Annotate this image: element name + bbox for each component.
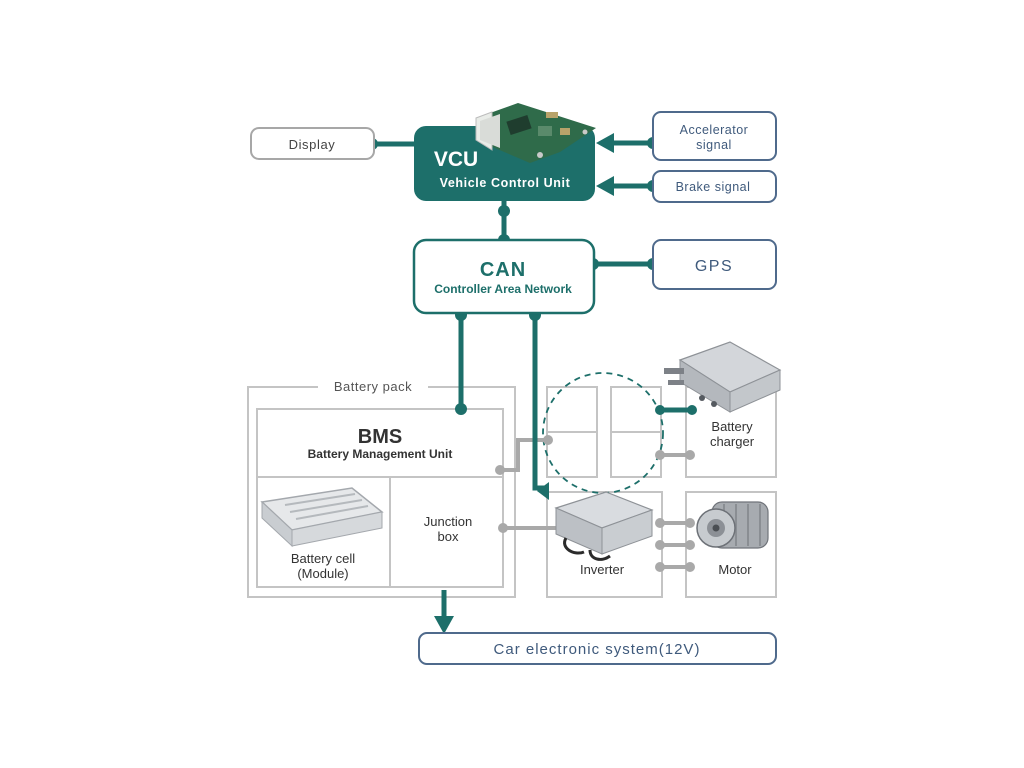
junction-line1: Junction: [424, 514, 472, 529]
car-system-label: Car electronic system(12V): [494, 641, 701, 658]
grid-cell-b: [546, 431, 598, 478]
battery-pack-label: Battery pack: [334, 379, 412, 394]
accelerator-box: Accelerator signal: [652, 111, 777, 161]
brake-box: Brake signal: [652, 170, 777, 203]
junction-line2: box: [438, 529, 459, 544]
gps-box: GPS: [652, 239, 777, 290]
gps-label: GPS: [695, 258, 733, 275]
display-label: Display: [289, 137, 336, 152]
electric-motor-icon: [696, 501, 769, 549]
vcu-subtitle: Vehicle Control Unit: [440, 176, 571, 190]
motor-label: Motor: [718, 562, 752, 577]
signal-arrows: [434, 133, 653, 634]
charger-unit-icon: [664, 341, 782, 413]
can-box: CAN Controller Area Network: [412, 238, 596, 315]
grid-cell-d: [610, 431, 662, 478]
inverter-unit-icon: [554, 491, 654, 561]
car-system-box: Car electronic system(12V): [418, 632, 777, 665]
battery-cell-line2: (Module): [297, 566, 348, 581]
accelerator-line1: Accelerator: [680, 123, 749, 137]
dashed-circle: [542, 372, 664, 494]
charger-line1: Battery: [711, 419, 753, 434]
bms-title: BMS: [358, 426, 402, 448]
display-box: Display: [250, 127, 375, 160]
battery-pack-frame: [247, 386, 516, 598]
battery-module-icon: [260, 487, 384, 548]
accelerator-line2: signal: [696, 138, 732, 152]
battery-cell-line1: Battery cell: [291, 551, 355, 566]
can-subtitle: Controller Area Network: [434, 282, 572, 296]
grid-cell-a: [546, 386, 598, 433]
charger-line2: charger: [710, 434, 755, 449]
bms-subtitle: Battery Management Unit: [308, 447, 453, 461]
vcu-title: VCU: [434, 148, 478, 171]
brake-label: Brake signal: [676, 180, 751, 194]
grid-cell-c: [610, 386, 662, 433]
circuit-board-icon: [475, 103, 596, 163]
can-title: CAN: [480, 259, 526, 281]
inverter-label: Inverter: [580, 562, 625, 577]
